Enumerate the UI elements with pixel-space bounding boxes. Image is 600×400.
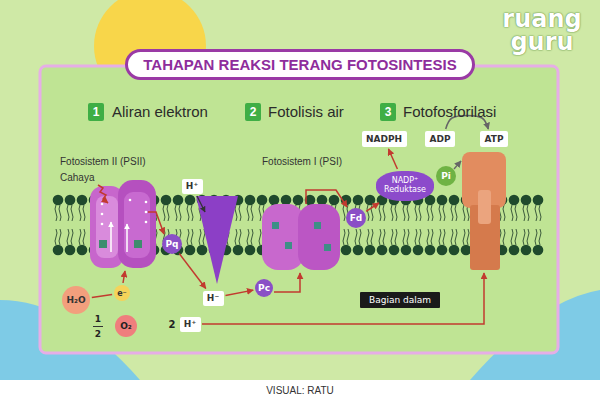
ion-box: H⁺ (182, 179, 203, 194)
flow-arrow (92, 295, 112, 298)
step-title: Fotofosforilasi (403, 103, 496, 120)
molecule-circle: O₂ (115, 315, 137, 337)
flow-arrow (179, 254, 206, 289)
phosphate-arrow (454, 161, 461, 169)
photosystem-ii-core (96, 196, 118, 258)
proton-arrow (202, 273, 484, 324)
reaction-center (99, 240, 107, 248)
part-name: Cahaya (60, 172, 94, 183)
flow-arrow (366, 203, 379, 211)
step-number: 1 (88, 103, 104, 121)
carrier-circle: Pc (255, 279, 273, 297)
coefficient: 2 (95, 329, 101, 339)
node-label: Pi (441, 171, 451, 181)
node-label: Pq (165, 239, 178, 249)
node-label: 2 (250, 105, 257, 119)
coefficient: 2 (169, 319, 176, 330)
reaction-center (134, 240, 142, 248)
step-number: 3 (380, 103, 396, 121)
part-name: Fotosistem II (PSII) (60, 156, 146, 167)
electron-arrow (148, 212, 164, 234)
step-title: Fotolisis air (268, 103, 344, 120)
region-tag: Bagian dalam (360, 292, 440, 308)
node-label: H₂O (66, 295, 85, 305)
product-box: ADP (425, 131, 455, 147)
caption-strip (0, 380, 600, 400)
product-box: NADPH (362, 131, 407, 147)
node-label: e⁻ (117, 289, 127, 298)
ion-box: H⁻ (203, 291, 224, 306)
light-arrow (98, 185, 108, 203)
photosystem-ii-core (124, 192, 150, 258)
step-title: Aliran elektron (112, 103, 208, 120)
caption-text: VISUAL: RATU (266, 385, 334, 396)
cytochrome (196, 196, 238, 284)
photosystem-ii (118, 180, 156, 268)
node-label: NADPH (366, 134, 402, 144)
node-label: 1 (93, 105, 100, 119)
atp-synthase-notch (478, 190, 491, 224)
energy-arrow (110, 222, 112, 252)
fraction-bar (93, 326, 103, 327)
enzyme-blob: NADP⁺ Reduktase (376, 171, 434, 201)
node-label: 3 (385, 105, 392, 119)
proton-arrow (197, 196, 205, 212)
molecule-circle: H₂O (62, 286, 90, 314)
panel (40, 66, 558, 353)
node-label: Pc (258, 283, 270, 293)
electron-circle: e⁻ (114, 285, 130, 301)
node-label: ATP (484, 134, 503, 144)
node-label: ADP (429, 134, 450, 144)
electron-arrow (306, 190, 347, 207)
part-name: Fotosistem I (PSI) (262, 156, 342, 167)
electron-arrow (274, 273, 300, 292)
node-label: H⁻ (207, 293, 219, 303)
flow-arrow (388, 149, 397, 169)
node-label: Bagian dalam (369, 295, 431, 305)
carrier-circle: Fd (346, 208, 366, 228)
title-text: TAHAPAN REAKSI TERANG FOTOSINTESIS (143, 56, 456, 73)
caption-bar: VISUAL: RATU (0, 381, 600, 399)
flow-arrow (226, 290, 254, 295)
node-label: H⁺ (186, 181, 198, 191)
electron-arrow (123, 271, 125, 283)
step-number: 2 (245, 103, 261, 121)
node-label: NADP⁺ Reduktase (376, 177, 434, 195)
photosystem-i (262, 204, 304, 270)
ion-box: H⁺ (180, 317, 201, 332)
product-box: ATP (480, 131, 508, 147)
photosystem-i (298, 204, 340, 270)
coefficient: 1 (95, 314, 101, 324)
energy-arrow (126, 224, 128, 252)
reaction-center (272, 222, 331, 251)
carrier-circle: Pq (162, 234, 182, 254)
node-label: H⁺ (184, 319, 196, 329)
node-label: Fd (350, 213, 363, 223)
phosphate-circle: Pi (436, 166, 456, 186)
node-label: O₂ (120, 321, 132, 331)
title-banner: TAHAPAN REAKSI TERANG FOTOSINTESIS (125, 49, 475, 80)
logo-watermark: ruang guru (492, 8, 592, 54)
